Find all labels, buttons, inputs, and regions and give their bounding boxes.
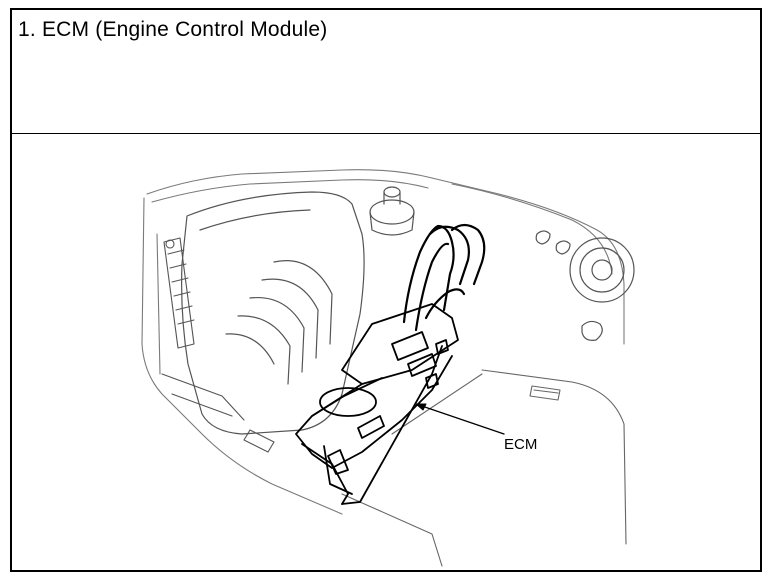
- step-header-cell: 1. ECM (Engine Control Module): [12, 10, 760, 134]
- illustration-cell: ECM: [12, 134, 760, 570]
- strut-tower: [535, 230, 635, 341]
- lower-tray: [341, 369, 627, 567]
- relay-strip: [161, 237, 275, 453]
- ecm-harness: [402, 223, 486, 332]
- ecm-callout-label: ECM: [504, 436, 538, 453]
- air-cleaner-box: [181, 191, 365, 435]
- procedure-table: 1. ECM (Engine Control Module): [10, 8, 762, 572]
- ecm-module: [295, 303, 459, 505]
- engine-bay-illustration: [141, 169, 635, 567]
- ecm-leader-line: [415, 403, 505, 435]
- step-title: 1. ECM (Engine Control Module): [18, 18, 328, 41]
- filler-cap: [369, 186, 415, 236]
